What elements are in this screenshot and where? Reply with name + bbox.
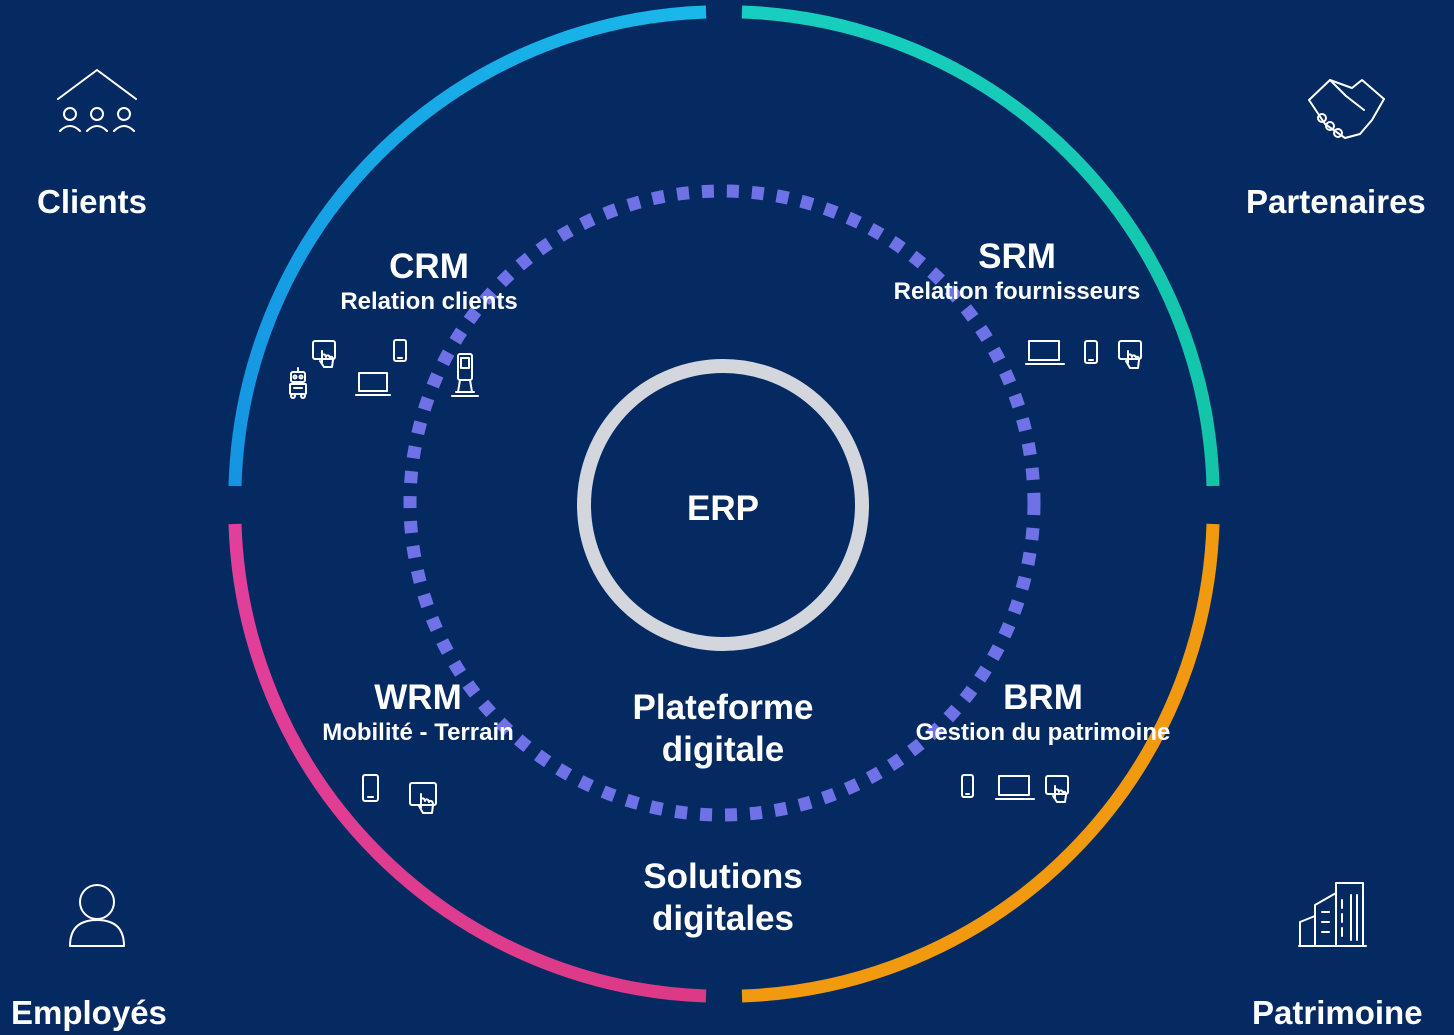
module-crm-subtitle: Relation clients: [340, 288, 518, 315]
erp-ring: [577, 359, 869, 651]
crm-tablet-touch-icon: [312, 340, 336, 368]
module-srm: SRM Relation fournisseurs: [876, 237, 1158, 307]
clients-label: Clients: [37, 183, 148, 220]
solutions-label-line1: Solutions: [643, 857, 803, 896]
module-brm-title: BRM: [1003, 678, 1083, 717]
crm-laptop-icon: [355, 372, 391, 396]
community-house-icon: [57, 69, 137, 132]
employees-label: Employés: [11, 994, 167, 1031]
crm-kiosk-icon: [451, 353, 479, 397]
module-crm-title: CRM: [389, 247, 469, 286]
wrm-tablet-touch-icon: [409, 782, 437, 814]
module-brm: BRM Gestion du patrimoine: [892, 678, 1194, 748]
crm-robot-icon: [289, 367, 307, 399]
brm-laptop-icon: [995, 775, 1035, 800]
module-brm-subtitle: Gestion du patrimoine: [915, 719, 1171, 746]
building-icon: [1298, 882, 1367, 947]
module-crm: CRM Relation clients: [329, 247, 529, 317]
platform-label: Plateforme digitale: [573, 687, 873, 771]
handshake-icon: [1308, 79, 1385, 139]
crm-smartphone-icon: [393, 339, 407, 362]
wrm-smartphone-icon: [362, 774, 379, 802]
srm-smartphone-icon: [1084, 340, 1098, 364]
srm-tablet-touch-icon: [1118, 340, 1142, 369]
srm-laptop-icon: [1025, 340, 1065, 365]
platform-ring: [403, 184, 1041, 822]
arc-assets: [741, 523, 1220, 1003]
brm-tablet-touch-icon: [1045, 775, 1069, 803]
platform-label-line1: Plateforme: [632, 688, 814, 727]
erp-label: ERP: [687, 489, 759, 528]
module-srm-title: SRM: [978, 237, 1056, 276]
brm-smartphone-icon: [961, 774, 974, 798]
arc-clients: [228, 5, 707, 487]
module-wrm: WRM Mobilité - Terrain: [303, 678, 533, 748]
assets-label: Patrimoine: [1252, 994, 1423, 1031]
platform-label-line2: digitale: [661, 730, 785, 769]
module-wrm-title: WRM: [374, 678, 462, 717]
arc-partners: [741, 5, 1220, 487]
module-wrm-subtitle: Mobilité - Terrain: [322, 719, 514, 746]
arc-employees: [228, 523, 707, 1003]
solutions-label-line2: digitales: [652, 899, 794, 938]
partners-label: Partenaires: [1246, 183, 1426, 220]
person-icon: [69, 884, 125, 947]
module-srm-subtitle: Relation fournisseurs: [893, 278, 1141, 305]
solutions-label: Solutions digitales: [573, 856, 873, 940]
